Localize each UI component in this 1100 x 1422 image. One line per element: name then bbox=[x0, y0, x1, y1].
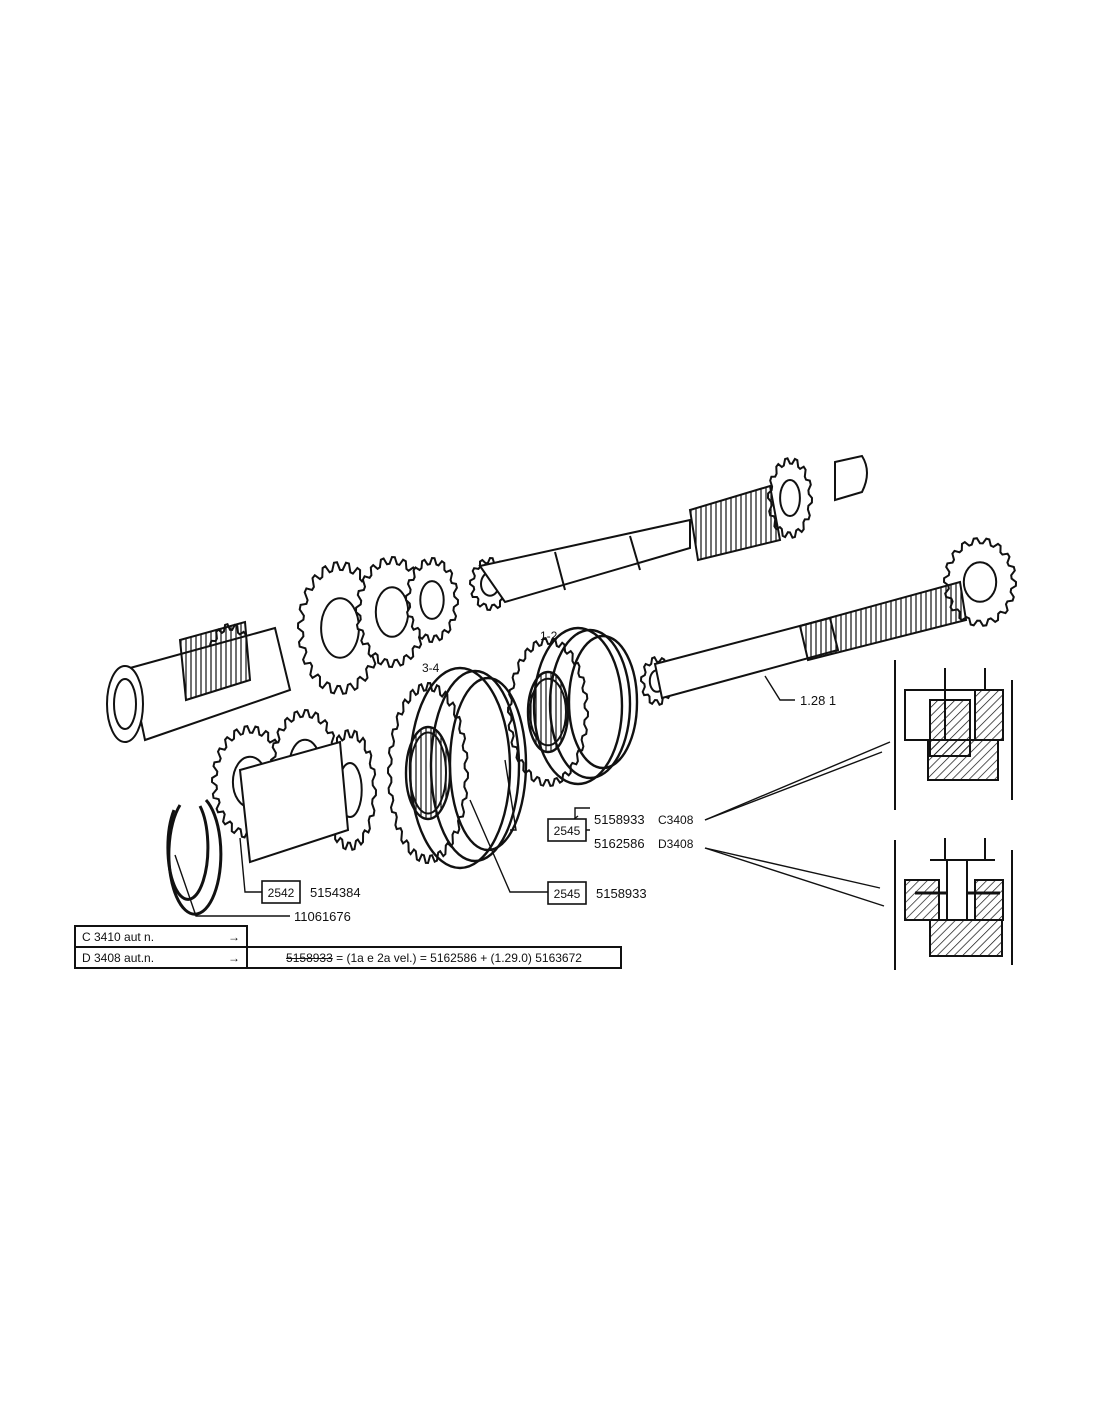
revision-table: C 3410 aut n. → D 3408 aut.n. → 5158933 … bbox=[74, 925, 622, 969]
synchro-label-1-2: 1-2 bbox=[540, 629, 558, 643]
part-number: 5158933 bbox=[596, 886, 647, 901]
leader-lines bbox=[174, 675, 891, 917]
table-row: D 3408 aut.n. → 5158933 = (1a e 2a vel.)… bbox=[74, 946, 622, 969]
part-number-a: 5158933 bbox=[594, 812, 645, 827]
serial-label: C 3410 aut n. bbox=[74, 925, 220, 948]
synchro-label-3-4: 3-4 bbox=[422, 661, 440, 675]
replacement-note: 5158933 = (1a e 2a vel.) = 5162586 + (1.… bbox=[246, 946, 622, 969]
shaft-reference: 1.28 1 bbox=[800, 693, 836, 708]
callout-2545-upper: 2545 5158933 C3408 5162586 D3408 bbox=[547, 812, 694, 851]
table-row: C 3410 aut n. → bbox=[74, 925, 621, 948]
main-shaft bbox=[478, 454, 868, 604]
synchro-ring-34 bbox=[404, 666, 528, 870]
part-number-b: 5162586 bbox=[594, 836, 645, 851]
arrow-icon: → bbox=[220, 925, 248, 948]
gear-hub-left bbox=[106, 620, 292, 743]
arrow-icon: → bbox=[220, 946, 248, 969]
synchro-ring-12 bbox=[526, 626, 639, 786]
callout-code: 2545 bbox=[554, 824, 581, 838]
snap-ring bbox=[166, 798, 223, 916]
replacement-text: = (1a e 2a vel.) = 5162586 + (1.29.0) 51… bbox=[332, 950, 582, 965]
detail-view-bottom bbox=[894, 838, 1013, 970]
serial-label: D 3408 aut.n. bbox=[74, 946, 220, 969]
serial-b: D3408 bbox=[658, 837, 694, 851]
callout-2545-lower: 2545 5158933 bbox=[547, 881, 647, 905]
counter-shaft bbox=[653, 580, 968, 700]
superseded-part: 5158933 bbox=[286, 950, 333, 965]
gear-upper-c bbox=[404, 556, 460, 644]
callout-code: 2545 bbox=[554, 887, 581, 901]
serial-a: C3408 bbox=[658, 813, 694, 827]
detail-view-top bbox=[894, 660, 1013, 810]
sliding-gear-body bbox=[238, 740, 350, 864]
callout-code: 2542 bbox=[268, 886, 295, 900]
ring-part-number: 11061676 bbox=[294, 909, 351, 924]
callout-2542: 2542 5154384 bbox=[261, 880, 361, 904]
part-number: 5154384 bbox=[310, 885, 361, 900]
